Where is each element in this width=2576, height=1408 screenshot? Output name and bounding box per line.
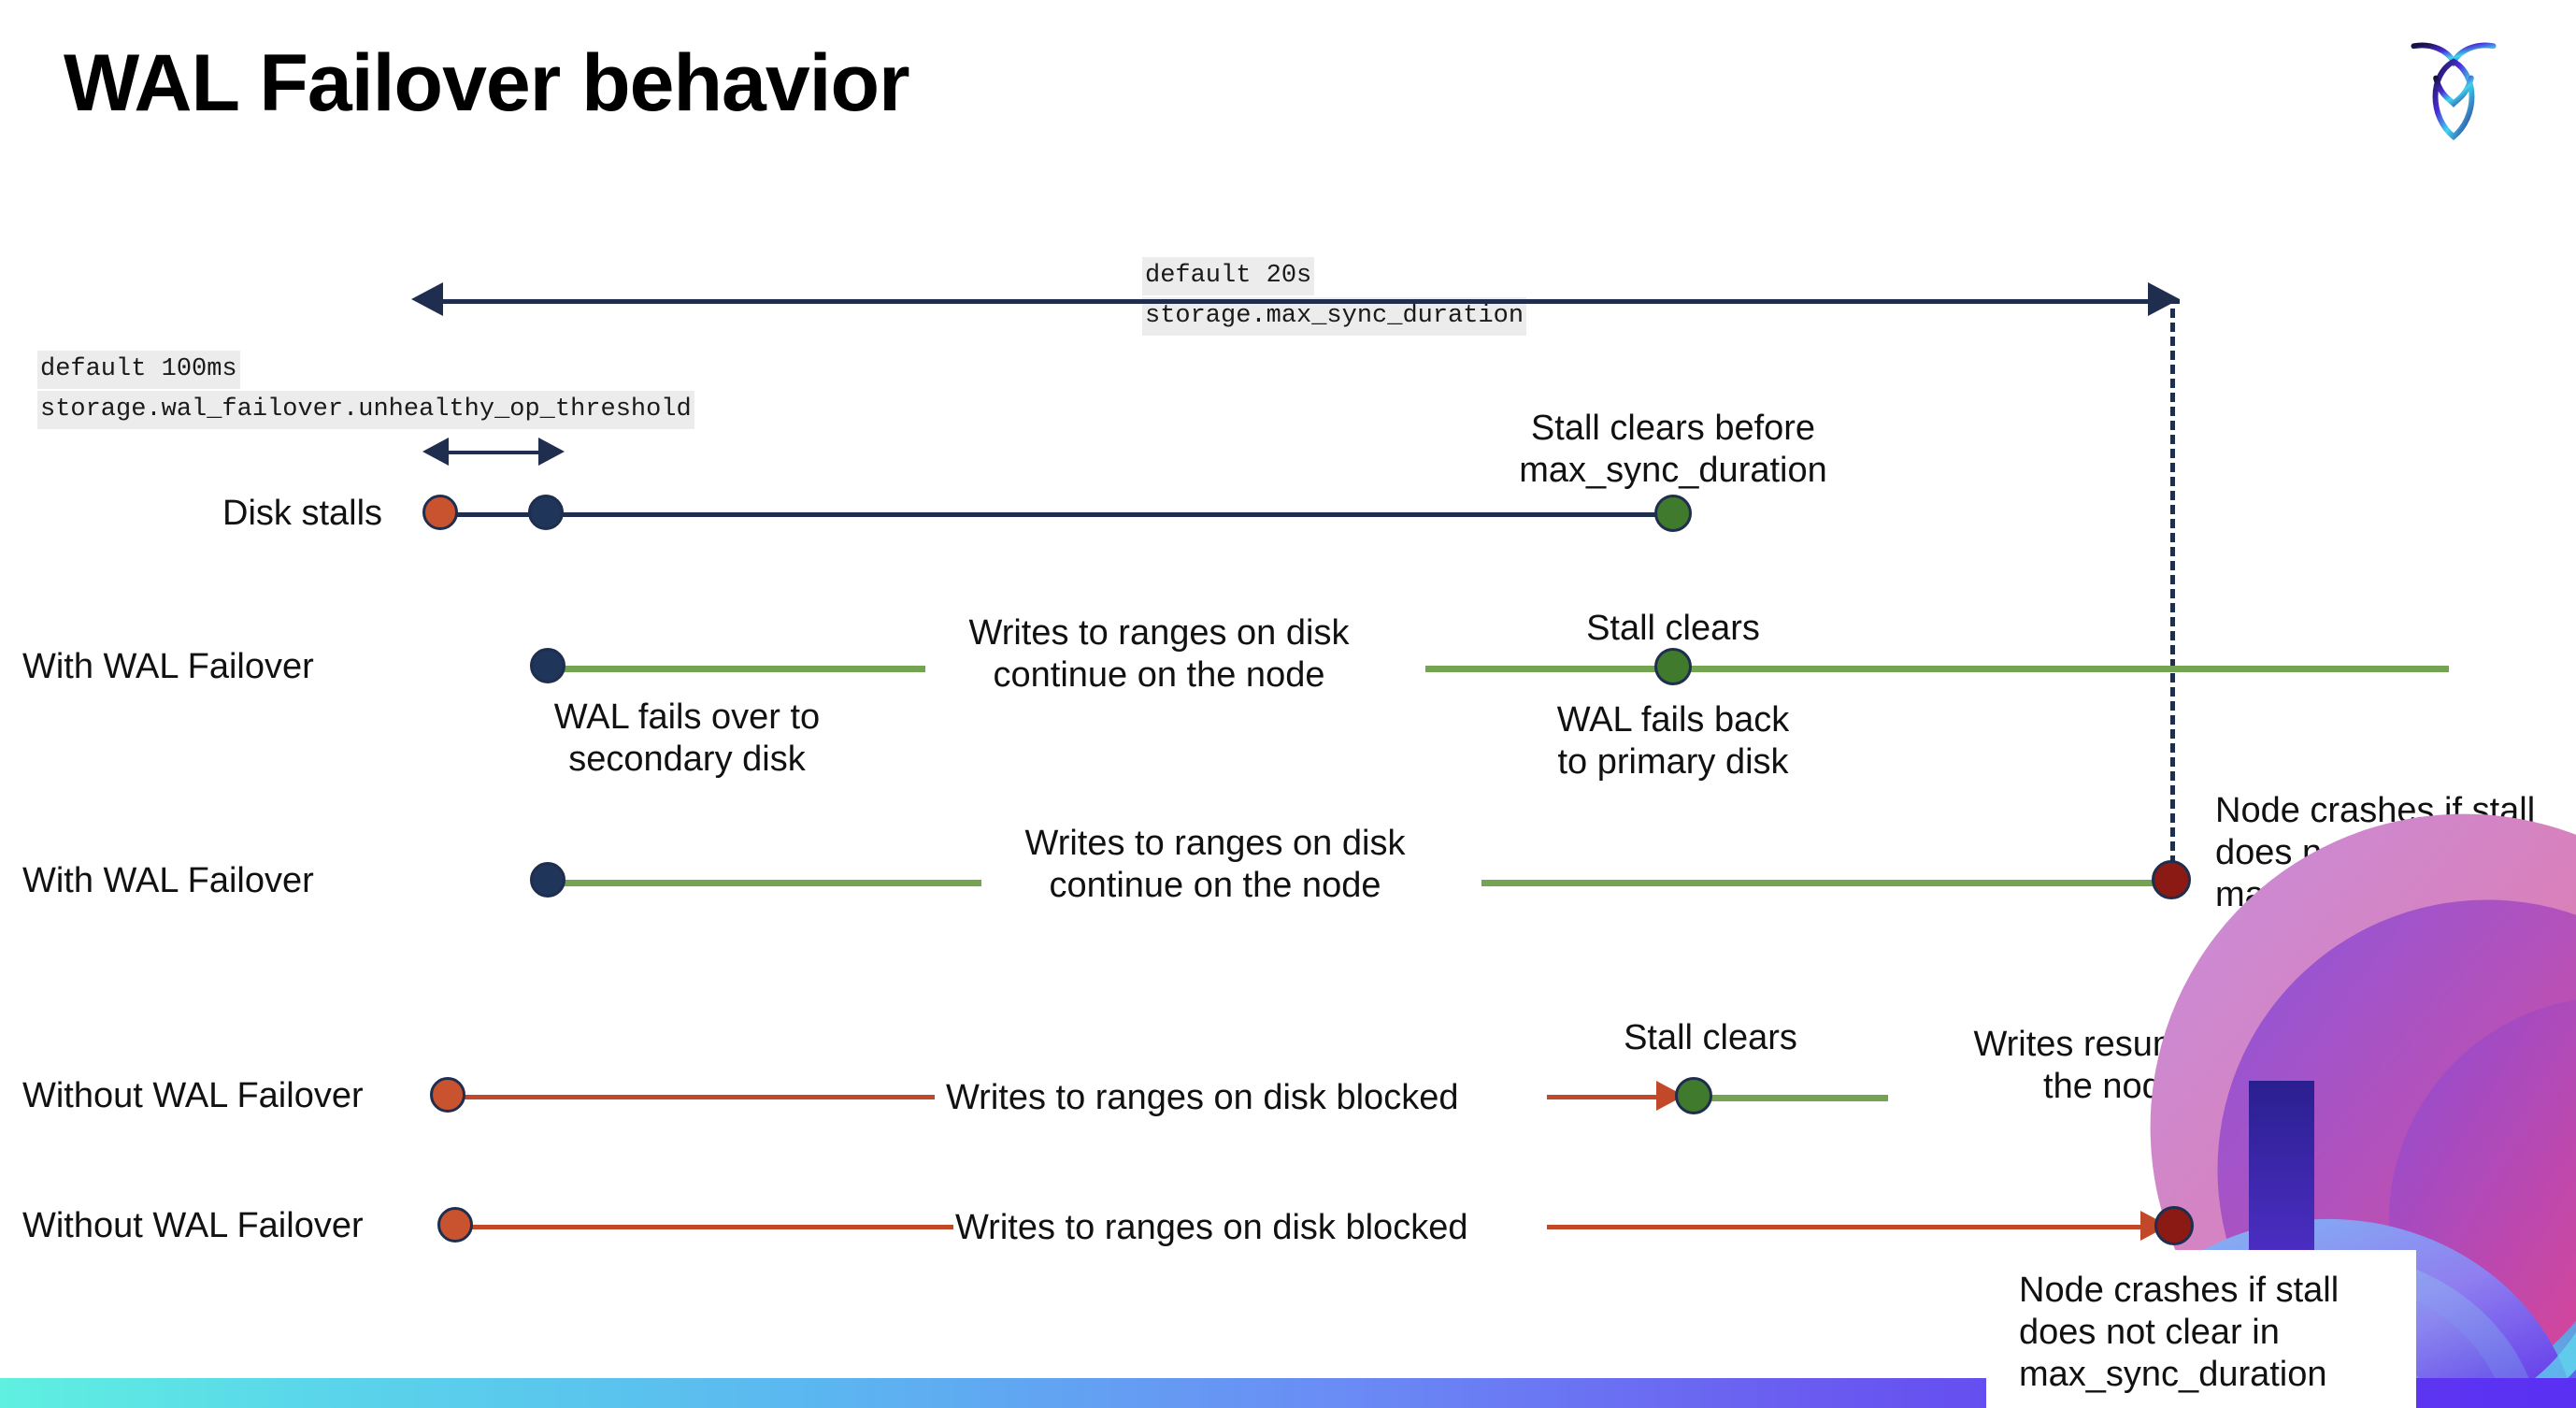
- note-wal-fails-back: WAL fails back to primary disk: [1556, 700, 1790, 782]
- with-wal-failover-1-segment-a: [551, 666, 925, 672]
- page-title: WAL Failover behavior: [64, 38, 910, 128]
- note-wal-fails-over: WAL fails over to secondary disk: [553, 697, 821, 779]
- unhealthy-op-threshold-left-arrowhead-icon: [422, 438, 449, 466]
- without-wal-failover-1-clear-dot: [1675, 1077, 1712, 1114]
- without-wal-failover-1-resume-segment: [1701, 1095, 1888, 1101]
- disk-stalls-start-dot: [422, 495, 458, 530]
- note-node-crashes-2-box: [1986, 1250, 2416, 1408]
- disk-stalls-failover-dot: [528, 495, 564, 530]
- cockroachdb-logo-icon: [2393, 26, 2514, 148]
- without-wal-failover-1-resume-segment-far: [2288, 1095, 2453, 1101]
- left-setting-name: storage.wal_failover.unhealthy_op_thresh…: [37, 391, 694, 430]
- note-stall-clears-2: Stall clears: [1624, 1018, 1797, 1057]
- with-wal-failover-1-clear-dot: [1654, 648, 1692, 685]
- with-wal-failover-2-failover-dot: [530, 862, 565, 898]
- unhealthy-op-threshold-right-arrowhead-icon: [538, 438, 565, 466]
- without-wal-failover-1-segment-a: [449, 1095, 935, 1099]
- row-label-disk-stalls: Disk stalls: [222, 494, 383, 533]
- row-label-without-wal-failover-1: Without WAL Failover: [22, 1076, 364, 1115]
- with-wal-failover-2-segment-b: [1481, 880, 2173, 886]
- with-wal-failover-2-segment-a: [551, 880, 981, 886]
- max-sync-duration-span-line: [439, 299, 2180, 304]
- left-setting-value: default 100ms: [37, 351, 240, 390]
- note-stall-clears-before-max-sync: Stall clears before max_sync_duration: [1519, 409, 1827, 490]
- without-wal-failover-2-crash-dot: [2154, 1206, 2194, 1245]
- note-stall-clears-1: Stall clears: [1586, 609, 1760, 648]
- without-wal-failover-1-start-dot: [430, 1077, 465, 1113]
- with-wal-failover-1-failover-dot: [530, 648, 565, 683]
- unhealthy-op-threshold-span-line: [447, 451, 550, 454]
- without-wal-failover-2-segment-b: [1547, 1225, 2164, 1229]
- row-label-with-wal-failover-1: With WAL Failover: [22, 647, 314, 686]
- without-wal-failover-2-start-dot: [437, 1207, 473, 1243]
- with-wal-failover-1-segment-b: [1425, 666, 2449, 672]
- note-node-crashes-1: Node crashes if stall does not clear in …: [2215, 791, 2536, 914]
- note-writes-continue-1: Writes to ranges on disk continue on the…: [968, 613, 1350, 695]
- note-writes-continue-2: Writes to ranges on disk continue on the…: [1024, 824, 1406, 905]
- max-sync-duration-left-arrowhead-icon: [411, 282, 443, 316]
- with-wal-failover-2-crash-dot: [2152, 860, 2191, 899]
- row-label-with-wal-failover-2: With WAL Failover: [22, 861, 314, 900]
- without-wal-failover-2-segment-a: [458, 1225, 953, 1229]
- disk-stalls-timeline: [439, 512, 1675, 517]
- note-writes-blocked-2: Writes to ranges on disk blocked: [955, 1208, 1468, 1247]
- note-writes-blocked-1: Writes to ranges on disk blocked: [946, 1078, 1459, 1117]
- note-writes-resume: Writes resume on the node: [1973, 1025, 2252, 1106]
- max-sync-duration-dashed-dropline: [2170, 309, 2175, 879]
- top-setting-value: default 20s: [1142, 257, 1315, 296]
- row-label-without-wal-failover-2: Without WAL Failover: [22, 1206, 364, 1245]
- note-node-crashes-2: Node crashes if stall does not clear in …: [2019, 1271, 2340, 1394]
- disk-stalls-clear-dot: [1654, 495, 1692, 532]
- without-wal-failover-1-segment-b: [1547, 1095, 1678, 1099]
